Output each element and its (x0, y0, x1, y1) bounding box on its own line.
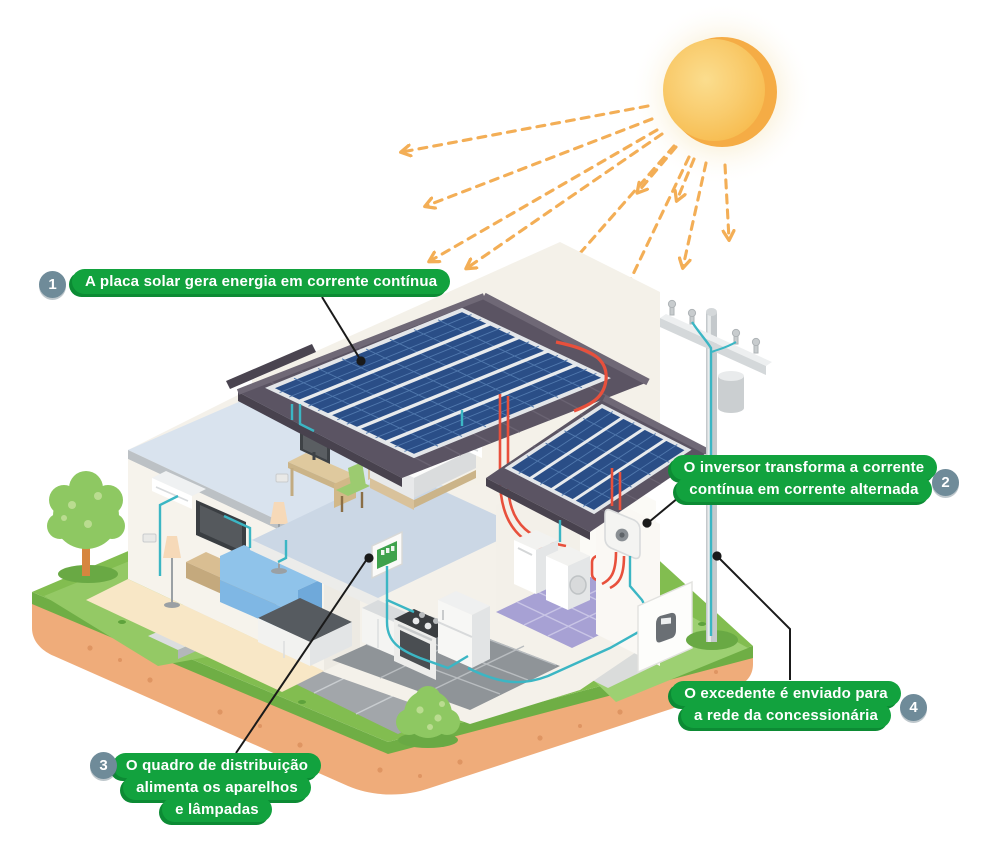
kitchen (258, 591, 560, 710)
connector-dot (356, 356, 366, 366)
tree (47, 471, 125, 583)
sun-rays-icon (402, 104, 729, 292)
sun (630, 2, 814, 186)
power-line (711, 341, 737, 353)
roof-eave (486, 478, 590, 540)
step-label-1-text: A placa solar gera energia em corrente c… (72, 269, 451, 294)
power-line (691, 321, 713, 636)
roof-ridge (482, 292, 650, 386)
computer-monitor-icon (300, 430, 330, 464)
step-badge-3: 3 (90, 752, 117, 779)
step-label-3-text: e lâmpadas (162, 797, 272, 822)
energy-meter (637, 580, 693, 674)
main-solar-array (265, 307, 611, 459)
tree-foliage (47, 471, 125, 549)
step-label-2: O inversor transforma a corrente contínu… (670, 455, 938, 502)
chair-icon (336, 462, 370, 512)
dryer-icon (546, 546, 590, 610)
tv-screen (200, 505, 242, 551)
bedroom-floor-edge (250, 538, 380, 610)
wall-outlet (275, 473, 289, 483)
kitchen-island (258, 598, 352, 666)
pole-transformer (718, 371, 744, 413)
step-badge-2: 2 (932, 469, 959, 496)
distribution-board (371, 530, 403, 580)
dc-wire-red (601, 468, 626, 590)
step-label-4-text: O excedente é enviado para (671, 681, 901, 706)
solar-module-frames (298, 322, 578, 444)
step-badge-1: 1 (39, 271, 66, 298)
step-label-2-text: contínua em corrente alternada (676, 477, 932, 502)
crossarm (660, 314, 772, 375)
step-label-3: O quadro de distribuição alimenta os apa… (112, 753, 322, 822)
ac-wire-teal (158, 404, 714, 684)
step-label-3-text: alimenta os aparelhos (123, 775, 311, 800)
step-label-1: A placa solar gera energia em corrente c… (72, 269, 451, 294)
step-badge-4: 4 (900, 694, 927, 721)
house (86, 242, 710, 724)
step-label-3-text: O quadro de distribuição (112, 753, 322, 778)
step-label-2-text: O inversor transforma a corrente (670, 455, 938, 480)
connector-dot (712, 551, 722, 561)
soil (32, 600, 753, 795)
living-floor (86, 579, 324, 692)
bush (396, 686, 460, 748)
soil-dots (87, 645, 718, 778)
step-label-4: O excedente é enviado para a rede da con… (668, 681, 904, 728)
bedroom-floor (252, 470, 524, 598)
solar-module-frames (528, 415, 668, 503)
dc-wire-red (555, 340, 608, 413)
roof-eave (238, 392, 402, 487)
refrigerator-icon (437, 591, 490, 668)
label-connectors (235, 296, 791, 754)
roof-ridge (602, 395, 710, 455)
roof-gable-edge (236, 293, 486, 395)
tree-dots (61, 492, 102, 528)
connector-dot (364, 553, 374, 563)
air-conditioner-icon (152, 471, 206, 509)
right-wing (486, 394, 710, 666)
inverter (604, 508, 641, 560)
connector-dot (642, 518, 652, 528)
step-label-4-text: a rede da concessionária (680, 703, 892, 728)
light-switch (142, 533, 157, 543)
insulators (667, 299, 761, 354)
wing-solar-array (504, 403, 692, 515)
floor-lamp-icon (163, 536, 181, 608)
roof-beam (226, 344, 316, 389)
living-roof-edge (128, 450, 322, 550)
